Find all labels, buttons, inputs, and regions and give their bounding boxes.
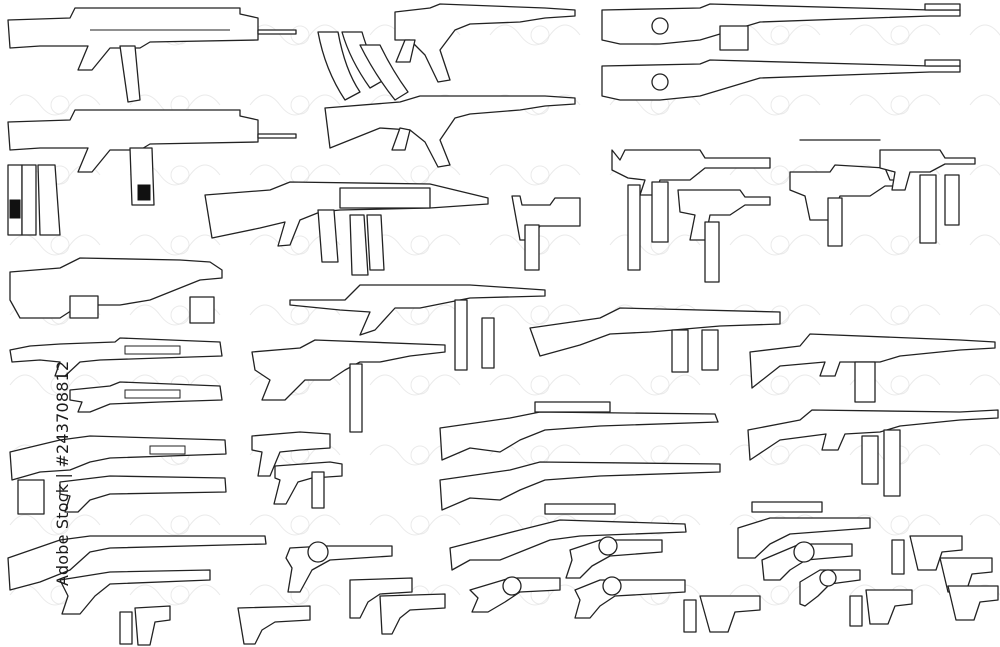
shotgun-icon [9,435,227,481]
lever-rifle-icon [439,461,721,511]
shotgun-icon [69,381,223,413]
shotgun-icon [9,337,223,377]
magazine-icon [349,214,385,276]
pistol-icon [891,535,963,575]
smg-icon [511,195,581,271]
revolver-icon [469,576,561,613]
stock-id-label: Adobe Stock | #243708812 [53,360,72,586]
magazine-icon [7,164,61,236]
ak-rifle-icon [324,95,576,168]
double-barrel-shotgun-icon [7,535,267,591]
smg-icon [677,189,771,283]
smg-icon [879,149,976,244]
shotgun-icon [17,475,227,515]
pistol-icon [273,461,343,509]
pistol-icon [251,431,331,477]
tommy-gun-icon [749,333,996,403]
bullpup-rifle-icon [9,257,223,319]
revolver-icon [761,541,853,581]
sniper-rifle-icon [601,3,961,51]
pistol-icon [865,589,913,625]
smg-icon [789,139,906,247]
revolver-icon [574,576,686,619]
magazine-icon [849,595,863,627]
pistol-icon [237,605,311,645]
sniper-rifle-icon [601,59,961,101]
pistol-icon [699,595,761,633]
tommy-gun-icon [747,409,999,497]
pistol-icon [379,593,446,635]
magazine-icon [189,296,215,324]
revolver-icon [285,541,393,593]
ppsh-smg-icon [529,307,781,373]
m16-rifle-icon [204,181,489,263]
ak-magazine-icon [317,31,409,101]
ak-rifle-icon [394,3,576,83]
scoped-rifle-icon [449,503,687,571]
scoped-revolver-icon [737,501,871,559]
pistol-icon [947,585,999,621]
pistol-icon [349,577,413,619]
pistol-icon [119,605,171,646]
mp40-smg-icon [251,339,446,433]
rifle-icon [7,7,297,103]
smg-icon [611,149,771,271]
pistol-icon [939,557,993,593]
lever-rifle-icon [439,401,719,461]
revolver-icon [799,569,861,607]
magazine-icon [683,599,697,633]
revolver-icon [565,536,663,579]
double-barrel-shotgun-icon [59,569,211,615]
mp40-smg-icon [289,284,546,371]
rifle-icon [7,109,297,206]
